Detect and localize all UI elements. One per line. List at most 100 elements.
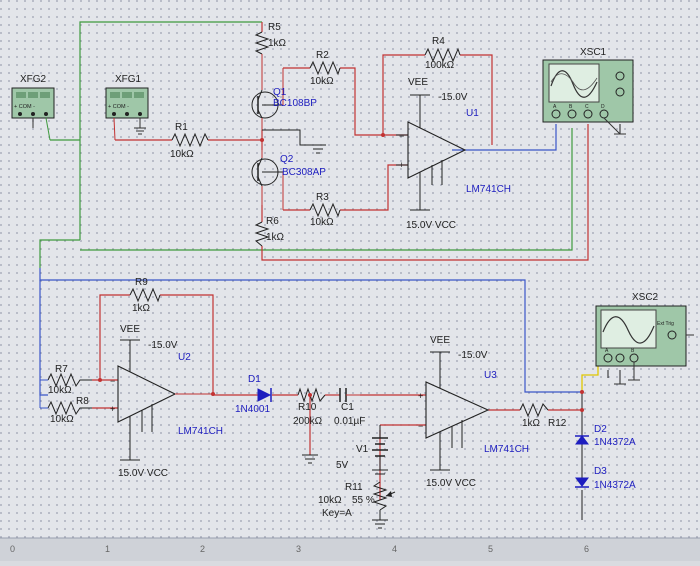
transistor-q2[interactable]: Q2 BC308AP <box>251 150 326 210</box>
ruler-label-6: 6 <box>584 544 589 554</box>
ruler-label-2: 2 <box>200 544 205 554</box>
grid-ruler: 0 1 2 3 4 5 6 <box>0 537 700 561</box>
u3-vee: VEE <box>430 335 450 346</box>
resistor-r4[interactable]: R4 100kΩ <box>424 36 461 71</box>
potentiometer-r11[interactable]: R11 10kΩ 55 % Key=A <box>318 481 396 529</box>
q1-ref: Q1 <box>273 87 287 98</box>
d2-ref: D2 <box>594 424 607 435</box>
node-center <box>262 129 326 154</box>
resistor-r1[interactable]: R1 10kΩ <box>170 122 209 160</box>
resistor-r8[interactable]: R8 10kΩ <box>39 395 92 425</box>
svg-text:−: − <box>399 131 404 141</box>
resistor-r7[interactable]: R7 10kΩ <box>40 364 92 396</box>
u1-vee-value: -15.0V <box>438 92 468 103</box>
ruler-label-4: 4 <box>392 544 397 554</box>
r1-ref: R1 <box>175 122 188 133</box>
u1-model: LM741CH <box>466 184 511 195</box>
svg-text:+: + <box>418 391 423 401</box>
dc-source-v1[interactable]: V1 5V <box>336 425 388 475</box>
xsc2-ext-trig: Ext Trig <box>657 321 674 327</box>
d3-ref: D3 <box>594 466 607 477</box>
r1-value: 10kΩ <box>170 149 194 160</box>
resistor-r5[interactable]: R5 1kΩ <box>254 22 287 90</box>
r4-value: 100kΩ <box>425 60 455 71</box>
u1-vcc: 15.0V VCC <box>406 220 456 231</box>
u3-vcc: 15.0V VCC <box>426 478 476 489</box>
xsc2-label: XSC2 <box>632 292 659 303</box>
transistor-q1[interactable]: Q1 BC108BP <box>251 68 317 130</box>
u1-vee: VEE <box>408 77 428 88</box>
r6-ref: R6 <box>266 216 279 227</box>
r9-value: 1kΩ <box>132 303 151 314</box>
r3-value: 10kΩ <box>310 217 334 228</box>
r2-ref: R2 <box>316 50 329 61</box>
r5-ref: R5 <box>268 22 281 33</box>
u3-vee-value: -15.0V <box>458 350 488 361</box>
resistor-r6[interactable]: R6 1kΩ <box>254 216 285 247</box>
u2-vee-value: -15.0V <box>148 340 178 351</box>
xsc2-port-b: B <box>631 348 635 354</box>
q2-model: BC308AP <box>282 167 326 178</box>
oscilloscope-xsc2[interactable]: XSC2 Ext Trig A B <box>595 292 694 385</box>
r11-ref: R11 <box>345 482 363 493</box>
opamp-u2[interactable]: − + VEE -15.0V U2 LM741CH 15.0V VCC <box>110 324 223 479</box>
v1-value: 5V <box>336 460 349 471</box>
resistor-r2[interactable]: R2 10kΩ <box>309 50 341 87</box>
svg-text:−: − <box>418 421 423 431</box>
opamp-u3[interactable]: + − VEE -15.0V U3 LM741CH 15.0V VCC <box>418 335 529 489</box>
c1-ref: C1 <box>341 402 354 413</box>
diode-d1[interactable]: D1 1N4001 <box>235 374 272 415</box>
ground-r10 <box>302 454 318 464</box>
r11-key: Key=A <box>322 508 352 519</box>
xfg2-terminals: + COM - <box>14 104 35 110</box>
r8-value: 10kΩ <box>50 414 74 425</box>
q1-model: BC108BP <box>273 98 317 109</box>
wire-yellow[interactable] <box>581 366 599 392</box>
r3-ref: R3 <box>316 192 329 203</box>
xsc1-port-a: A <box>553 104 557 110</box>
xfg1-label: XFG1 <box>115 74 142 85</box>
function-generator-xfg1[interactable]: XFG1 + COM - <box>105 74 149 141</box>
r11-value: 10kΩ <box>318 495 342 506</box>
zener-diode-d2[interactable]: D2 1N4372A <box>575 424 636 448</box>
d2-model: 1N4372A <box>594 437 636 448</box>
svg-text:+: + <box>399 160 404 170</box>
r7-value: 10kΩ <box>48 385 72 396</box>
svg-text:+: + <box>110 404 115 414</box>
u2-ref: U2 <box>178 352 191 363</box>
xsc1-port-b: B <box>569 104 573 110</box>
resistor-r3[interactable]: R3 10kΩ <box>309 192 341 228</box>
c1-value: 0.01µF <box>334 416 365 427</box>
capacitor-c1[interactable]: C1 0.01µF <box>334 388 365 427</box>
u2-vcc: 15.0V VCC <box>118 468 168 479</box>
svg-text:−: − <box>110 376 115 386</box>
r7-ref: R7 <box>55 364 68 375</box>
ruler-label-1: 1 <box>105 544 110 554</box>
u1-ref: U1 <box>466 108 479 119</box>
u3-model: LM741CH <box>484 444 529 455</box>
function-generator-xfg2[interactable]: XFG2 + COM - <box>11 74 55 141</box>
resistor-r12[interactable]: 1kΩ R12 <box>519 402 567 429</box>
resistor-r9[interactable]: R9 1kΩ <box>129 277 161 314</box>
wire-black[interactable] <box>581 124 621 520</box>
u3-ref: U3 <box>484 370 497 381</box>
r12-value: 1kΩ <box>522 418 541 429</box>
xsc1-label: XSC1 <box>580 47 607 58</box>
ruler-label-0: 0 <box>10 544 15 554</box>
q2-ref: Q2 <box>280 154 294 165</box>
oscilloscope-xsc1[interactable]: XSC1 A B C D <box>542 47 634 135</box>
xsc2-port-a: A <box>605 348 609 354</box>
v1-ref: V1 <box>356 444 369 455</box>
r5-value: 1kΩ <box>268 38 287 49</box>
xsc1-port-c: C <box>585 104 589 110</box>
r10-ref: R10 <box>298 402 317 413</box>
opamp-u1[interactable]: − + VEE -15.0V U1 LM741CH 15.0V VCC <box>396 77 511 231</box>
r6-value: 1kΩ <box>266 232 285 243</box>
wire-green[interactable] <box>39 21 573 268</box>
r2-value: 10kΩ <box>310 76 334 87</box>
u2-model: LM741CH <box>178 426 223 437</box>
zener-diode-d3[interactable]: D3 1N4372A <box>575 466 636 491</box>
xfg1-terminals: + COM - <box>108 104 129 110</box>
